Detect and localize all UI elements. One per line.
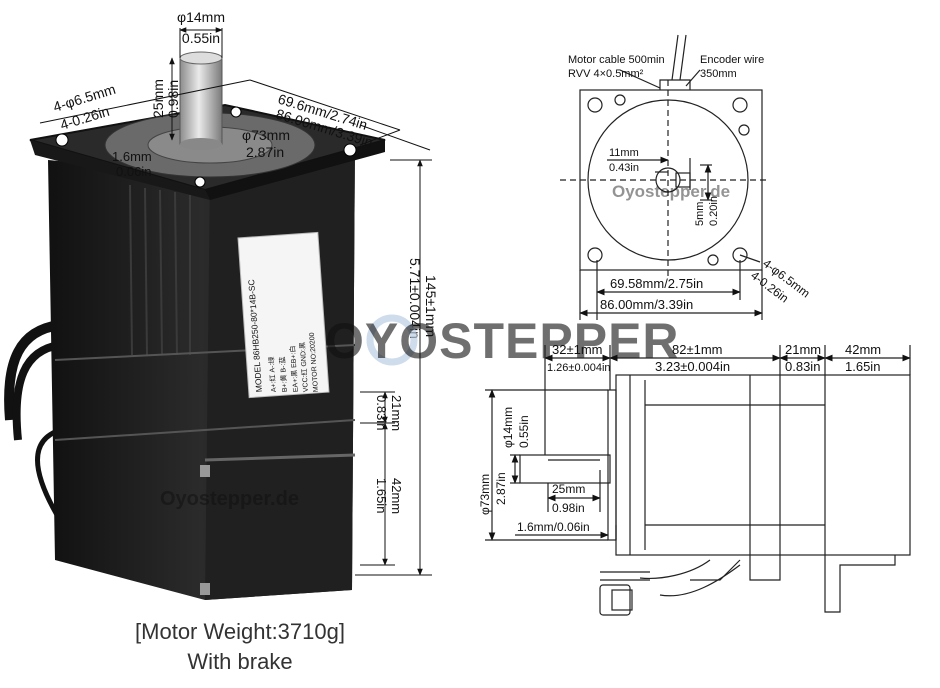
- mount-hole: [230, 106, 242, 118]
- motor-nameplate: [237, 231, 330, 399]
- bolt-spacing-label: 69.58mm/2.75in: [610, 276, 703, 291]
- shaft-diameter-inch: 0.55in: [182, 30, 220, 46]
- front-view-labels: Motor cable 500min RVV 4×0.5mm² Encoder …: [568, 54, 813, 312]
- motor-shaft: [179, 57, 223, 145]
- boss-height-label: 1.6mm: [112, 149, 152, 164]
- encoder-length-label: 42mm: [845, 342, 881, 357]
- motor-photo: MODEL 86HB250-80*14B-SC A+:红 A-:绿 B+:黄 B…: [4, 51, 386, 600]
- side-view: [485, 345, 911, 616]
- side-shaft: [519, 454, 611, 484]
- shaft-length-inch: 0.98in: [165, 80, 181, 118]
- brake-length-label: 21mm: [785, 342, 821, 357]
- shaft-length-inch: 1.26±0.004in: [547, 362, 611, 374]
- mount-hole: [587, 97, 603, 113]
- brake-caption: With brake: [187, 649, 293, 674]
- encoder-separator: [54, 419, 356, 441]
- mount-hole: [587, 247, 603, 263]
- nameplate-line: B+:黄 B-:蓝: [278, 356, 289, 392]
- encoder-wire-length: 350mm: [700, 68, 737, 80]
- key-width-inch: 0.43in: [609, 162, 639, 174]
- mount-hole: [343, 143, 357, 157]
- watermark-text: OYOSTEPPER: [325, 313, 680, 369]
- side-body: [615, 374, 911, 556]
- shaft-length-label: 25mm: [150, 79, 166, 118]
- body-length-label: 82±1mm: [672, 342, 722, 357]
- brake-length-label: 21mm: [389, 395, 404, 431]
- boss-diameter-inch: 2.87in: [246, 144, 284, 160]
- boss-height-inch: 0.06in: [116, 164, 151, 179]
- cable-exit: [659, 79, 691, 90]
- side-view-labels: 32±1mm 1.26±0.004in 82±1mm 3.23±0.004in …: [478, 342, 881, 534]
- flat-length-inch: 0.98in: [552, 501, 585, 515]
- encoder-length-inch: 1.65in: [845, 359, 880, 374]
- front-view: [560, 34, 770, 320]
- brake-length-inch: 0.83in: [374, 395, 389, 430]
- key-height-label: 5mm: [694, 202, 706, 226]
- cable-wires: [671, 34, 687, 81]
- boss-diameter-label: φ73mm: [242, 127, 290, 143]
- brake-length-inch: 0.83in: [785, 359, 820, 374]
- motor-cable-left: [4, 320, 61, 421]
- mount-hole: [732, 97, 748, 113]
- total-length-label: 145±1mm: [423, 275, 439, 337]
- photo-dimensions: [39, 27, 432, 576]
- motor-cable-label: Motor cable 500min: [568, 54, 665, 66]
- boss-diameter-label: φ73mm: [478, 474, 492, 515]
- nameplate-line: MOTOR NO:20200: [309, 332, 320, 392]
- screw-head: [614, 94, 626, 106]
- screw: [200, 465, 210, 477]
- encoder-length-inch: 1.65in: [374, 478, 389, 513]
- shaft-diameter-label: φ14mm: [177, 9, 225, 25]
- watermark-front: Oyostepper.de: [612, 182, 730, 201]
- watermark-logo: OYOSTEPPER: [325, 313, 680, 369]
- flange-edge-2: [205, 140, 385, 200]
- key-width-label: 11mm: [609, 147, 639, 159]
- screw-head: [707, 254, 719, 266]
- shaft-end: [179, 51, 223, 65]
- encoder-wire-label: Encoder wire: [700, 54, 764, 66]
- screw-head: [738, 124, 750, 136]
- watermark-photo: Oyostepper.de: [160, 488, 299, 510]
- boss-height-label: 1.6mm/0.06in: [517, 520, 590, 534]
- flange-edge: [30, 140, 210, 200]
- boss-diameter-inch: 2.87in: [494, 472, 508, 505]
- weight-caption: [Motor Weight:3710g]: [135, 619, 345, 644]
- motor-cable-left-2: [12, 341, 61, 441]
- side-boss: [607, 389, 617, 541]
- flange-width-label: 86.00mm/3.39in: [600, 297, 693, 312]
- shaft-diameter-label: φ14mm: [501, 407, 515, 448]
- key-height-inch: 0.20in: [708, 196, 720, 226]
- mount-hole: [194, 176, 206, 188]
- flat-length-label: 25mm: [552, 482, 585, 496]
- screw-2: [200, 583, 210, 595]
- encoder-cable: [35, 427, 63, 522]
- encoder-length-label: 42mm: [389, 478, 404, 514]
- motor-cable-spec: RVV 4×0.5mm²: [568, 68, 644, 80]
- nameplate-line: A+:红 A-:绿: [267, 356, 278, 392]
- body-length-inch: 3.23±0.004in: [655, 359, 730, 374]
- mount-hole: [55, 133, 69, 147]
- shaft-base: [180, 138, 222, 150]
- shaft-length-label: 32±1mm: [552, 342, 602, 357]
- encoder-band: [204, 453, 356, 462]
- cooling-fins: [129, 184, 191, 356]
- shaft-diameter-inch: 0.55in: [517, 415, 531, 448]
- total-length-inch: 5.71±0.004in: [407, 258, 423, 339]
